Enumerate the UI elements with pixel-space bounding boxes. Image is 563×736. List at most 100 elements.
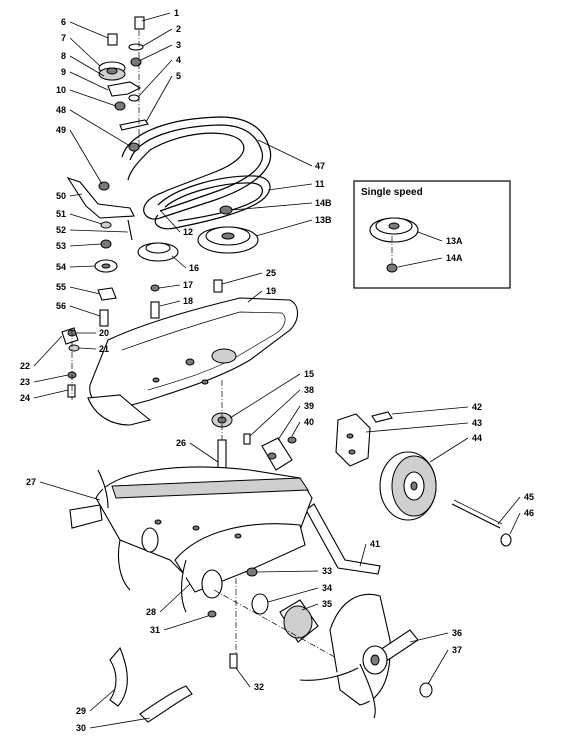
callout-54: 54 [56,262,66,272]
axle-bracket-hole-1 [346,433,354,439]
tine-left-c [117,539,131,591]
tine-right-36-arm-b [359,663,376,719]
callout-37: 37 [452,645,462,655]
tine-housing [69,466,313,613]
bolt-56 [99,309,109,327]
leader-47 [257,139,313,167]
callout-24: 24 [20,393,30,403]
leader-6 [69,21,109,39]
bracket-39 [261,437,293,471]
leader-14B [231,202,313,211]
leader-50 [69,193,83,197]
tine-right-36 [329,593,391,706]
callout-53: 53 [56,241,66,251]
tine-right-36-arm-a [299,667,359,681]
leader-35 [301,603,319,611]
leader-30 [89,717,151,729]
nut-3 [130,57,142,67]
housing-19-lip [87,394,152,426]
callout-32: 32 [254,682,264,692]
bolt-1 [134,16,145,30]
callout-17: 17 [183,280,193,290]
leader-25 [221,272,263,285]
leader-17 [158,284,181,289]
callout-13B: 13B [315,215,332,225]
callout-50: 50 [56,191,66,201]
wheel-group [379,451,512,547]
leader-8 [69,55,105,77]
leader-36 [409,632,449,643]
wheel-44-bore [410,481,418,491]
belts [121,116,272,230]
leader-54 [69,265,96,268]
washer-34 [251,593,269,615]
leader-32 [235,667,251,688]
leader-41 [359,543,367,567]
belt-47-inner [129,124,263,212]
leader-28 [159,583,191,613]
leader-31 [163,615,209,631]
leader-11 [267,183,313,191]
callout-45: 45 [524,492,534,502]
pin-52 [127,219,133,241]
leader-3 [140,44,173,61]
callout-38: 38 [304,385,314,395]
leader-19 [247,290,263,303]
leader-27 [39,481,101,501]
belt-guard-housing [87,297,299,426]
callout-42: 42 [472,402,482,412]
callout-18: 18 [183,296,193,306]
leader-2 [142,28,173,47]
callout-26: 26 [176,438,186,448]
pulley-16-groove [145,242,171,254]
tine-left-d [180,559,187,613]
left-fasteners [61,327,80,400]
pulley-7-hub [106,67,118,75]
housing-27-hole-1 [154,519,162,525]
callout-40: 40 [304,417,314,427]
tine-left-b [97,469,109,509]
housing-19 [89,297,299,409]
leader-53 [69,243,102,247]
bracket-9 [107,81,142,97]
leader-48 [69,109,131,147]
spring-5 [119,119,149,131]
callout-11: 11 [315,179,325,189]
callout-28: 28 [146,607,156,617]
leader-52 [69,229,129,233]
callout-4: 4 [176,55,181,65]
loose-tines [109,646,193,723]
callout-23: 23 [20,377,30,387]
washer-2 [128,43,144,51]
leader-26 [189,442,219,463]
axle-45-edge [453,499,503,525]
callout-1: 1 [174,8,179,18]
leader-7 [69,37,101,67]
washer-21 [68,344,80,352]
callout-15: 15 [304,369,314,379]
callout-56: 56 [56,301,66,311]
nut-49 [98,181,110,191]
leader-18 [159,300,181,307]
callout-46: 46 [524,508,534,518]
leader-23 [33,374,69,383]
housing-hole-1 [185,358,195,366]
nut-40 [287,436,297,444]
callout-44: 44 [472,433,482,443]
nut-53 [100,239,112,249]
callout-21: 21 [99,344,109,354]
nut-17 [150,284,160,292]
nut-14B [219,205,233,215]
nut-31 [207,610,217,618]
callout-9: 9 [61,67,66,77]
leader-16 [171,255,187,269]
nut-14A [386,263,398,273]
leader-37 [427,649,449,685]
callout-22: 22 [20,361,30,371]
leader-49 [69,129,103,185]
bolt-38 [243,433,251,445]
idler-arm-50 [66,176,135,219]
leader-42 [391,406,469,415]
callout-49: 49 [56,125,66,135]
callout-16: 16 [189,263,199,273]
